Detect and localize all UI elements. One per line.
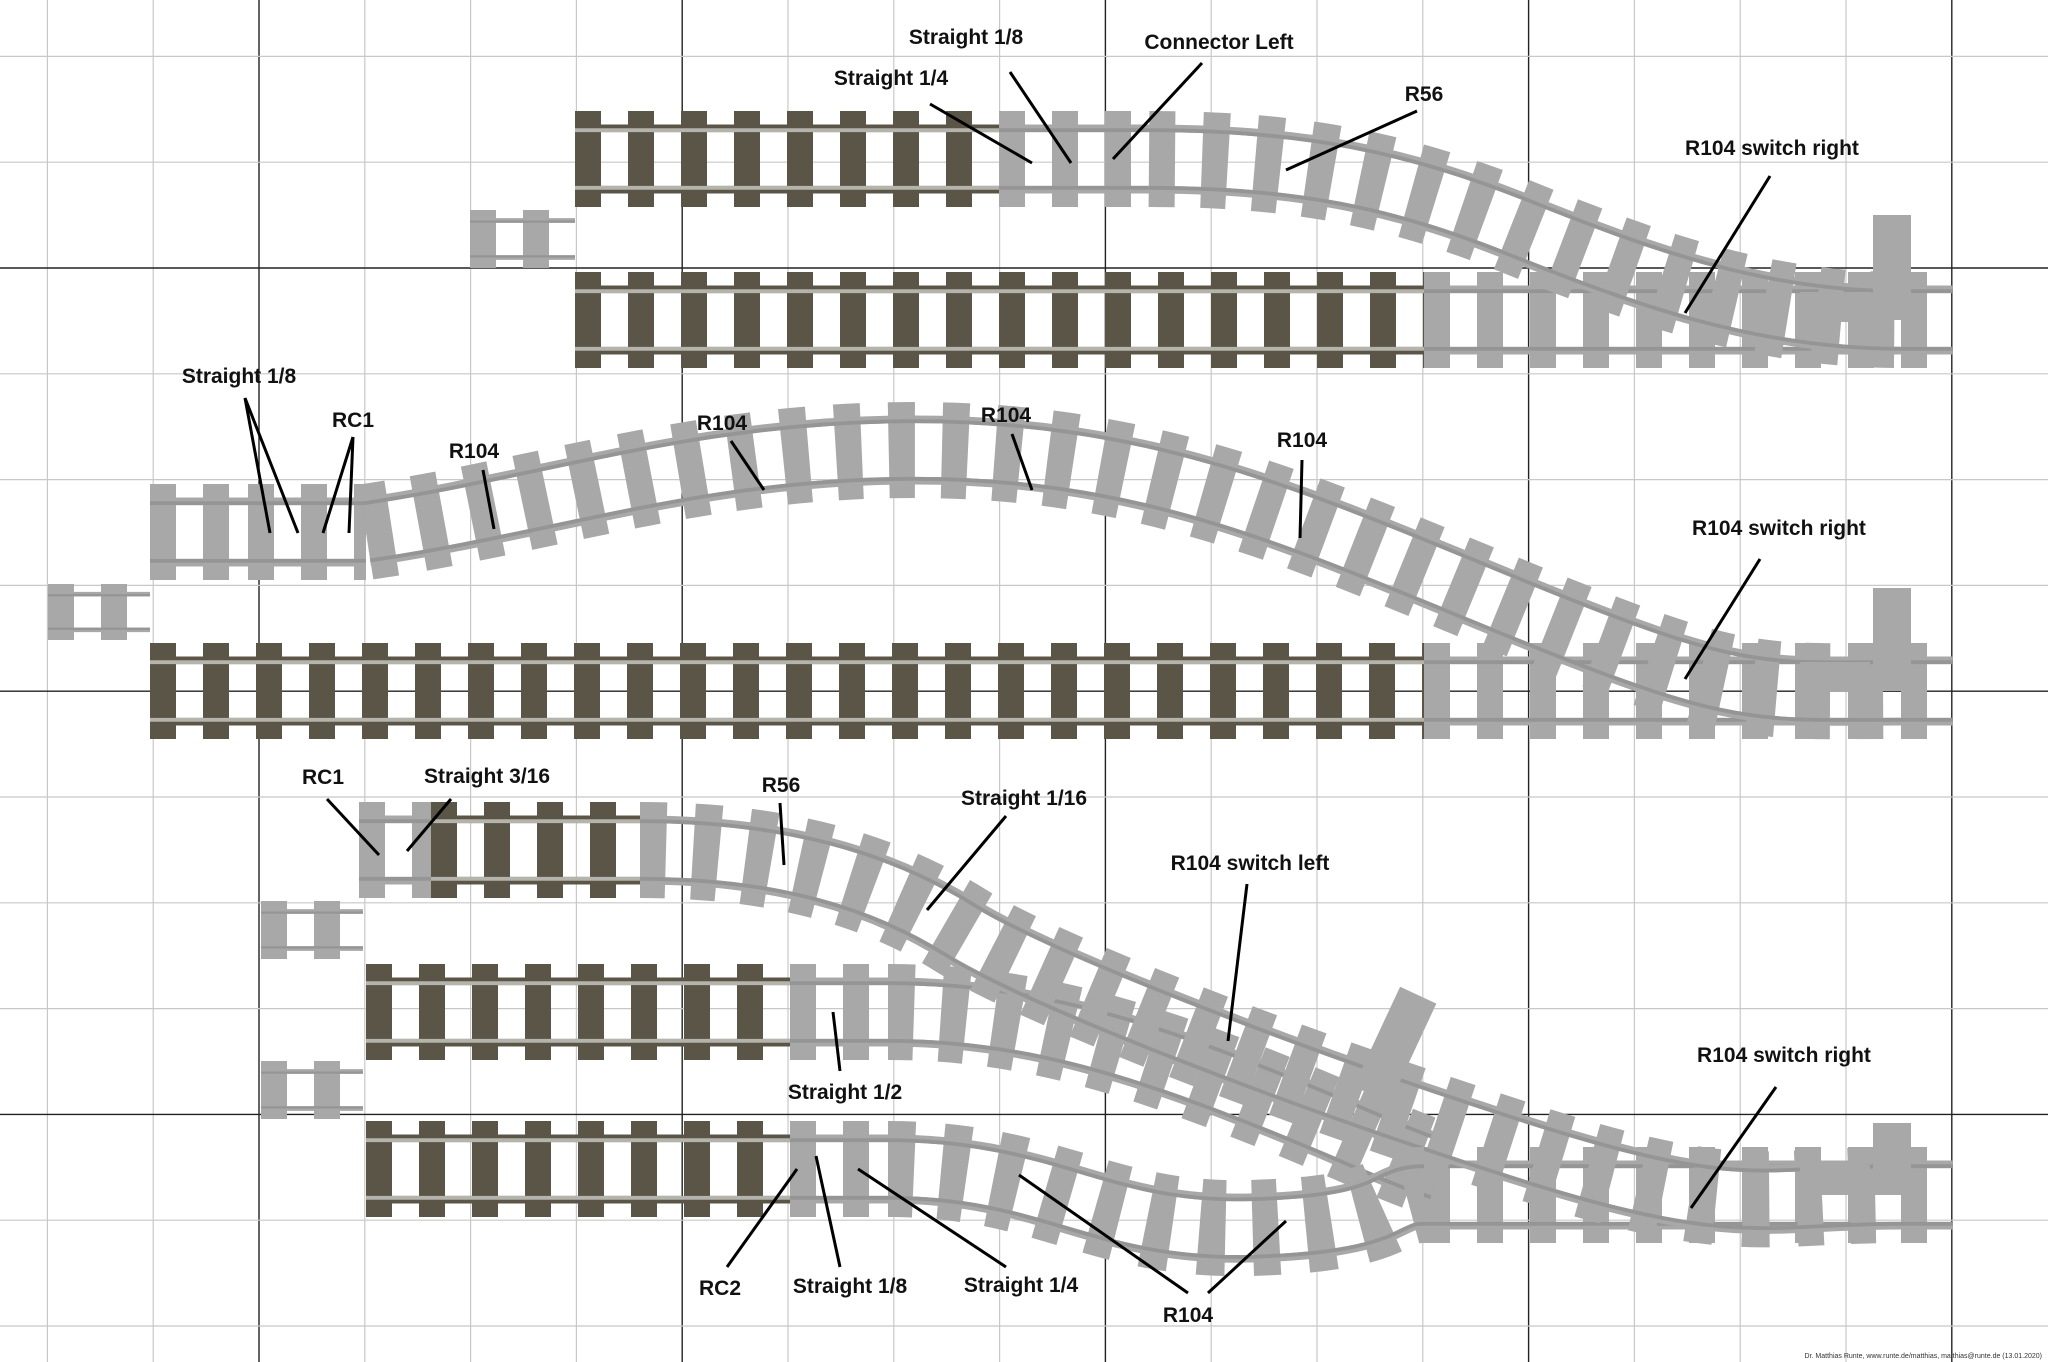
rails: [361, 419, 1901, 722]
leader-line: [929, 102, 1033, 165]
rails: [639, 819, 1901, 1231]
r56-and-switch-diverging: [1148, 111, 1901, 368]
switch-motor: [1800, 292, 1870, 322]
leader-line: [1683, 175, 1772, 314]
leader-line: [405, 798, 453, 852]
leader-line: [243, 397, 272, 534]
rails: [1148, 128, 1901, 351]
track-label: R104 switch right: [1697, 1044, 1871, 1067]
switch-lever-housing: [1353, 986, 1437, 1104]
track-label: R104: [697, 412, 748, 435]
leader-line: [1111, 61, 1204, 161]
track-label: R104 switch right: [1692, 517, 1866, 540]
leader-line: [857, 1167, 1007, 1269]
leader-line: [925, 815, 1008, 911]
track-label: R104: [449, 440, 500, 463]
track-label: R104 switch right: [1685, 137, 1859, 160]
track-label: Straight 1/4: [964, 1274, 1079, 1297]
track-label: Straight 1/8: [182, 365, 297, 388]
leader-line: [1298, 459, 1304, 539]
track-label: Straight 1/8: [909, 26, 1024, 49]
leader-line: [243, 397, 300, 534]
r104-s-curve: [887, 1121, 1426, 1277]
track-label: RC1: [332, 409, 374, 432]
track-label: Straight 1/16: [961, 787, 1087, 810]
leader-line: [321, 436, 355, 534]
leader-line: [1010, 433, 1034, 491]
switch-lever-housing: [1873, 1123, 1911, 1195]
leader-line: [325, 797, 381, 857]
leader-line: [1008, 71, 1073, 164]
credit-text: Dr. Matthias Runte, www.runte.de/matthia…: [1804, 1353, 2042, 1360]
track-label: Straight 1/8: [793, 1275, 908, 1298]
leader-line: [1018, 1173, 1189, 1295]
track-label: R104 switch left: [1171, 852, 1330, 875]
leader-line: [831, 1011, 842, 1072]
track-label: RC1: [302, 766, 344, 789]
track-label: Straight 3/16: [424, 765, 550, 788]
track-label: R56: [1405, 83, 1444, 106]
r56-switch-left-r104-curve: [639, 802, 1901, 1248]
switch-lever-housing: [1873, 215, 1911, 320]
leader-line: [1689, 1086, 1778, 1209]
track-label: R104: [981, 404, 1032, 427]
leader-line: [347, 436, 355, 534]
leader-line: [725, 1168, 799, 1268]
rails: [887, 1138, 1426, 1259]
switch-motor: [1800, 662, 1870, 692]
track-label: Straight 1/4: [834, 67, 949, 90]
track-label: Connector Left: [1144, 31, 1293, 54]
leader-line: [778, 802, 786, 866]
leader-line: [1226, 883, 1249, 1042]
leader-line: [1683, 558, 1762, 680]
leader-line: [1206, 1219, 1288, 1295]
track-label: R104: [1163, 1304, 1214, 1327]
leader-line: [814, 1155, 842, 1268]
leader-line: [729, 440, 766, 491]
track-label: R56: [762, 774, 801, 797]
switch-motor: [1800, 1165, 1870, 1195]
switch-lever-housing: [1873, 588, 1911, 691]
r104-s-curve: [359, 401, 1901, 740]
track-label: Straight 1/2: [788, 1081, 902, 1104]
track-label: R104: [1277, 429, 1328, 452]
leader-line: [481, 469, 496, 530]
leader-line: [1285, 109, 1418, 172]
track-label: RC2: [699, 1277, 741, 1300]
